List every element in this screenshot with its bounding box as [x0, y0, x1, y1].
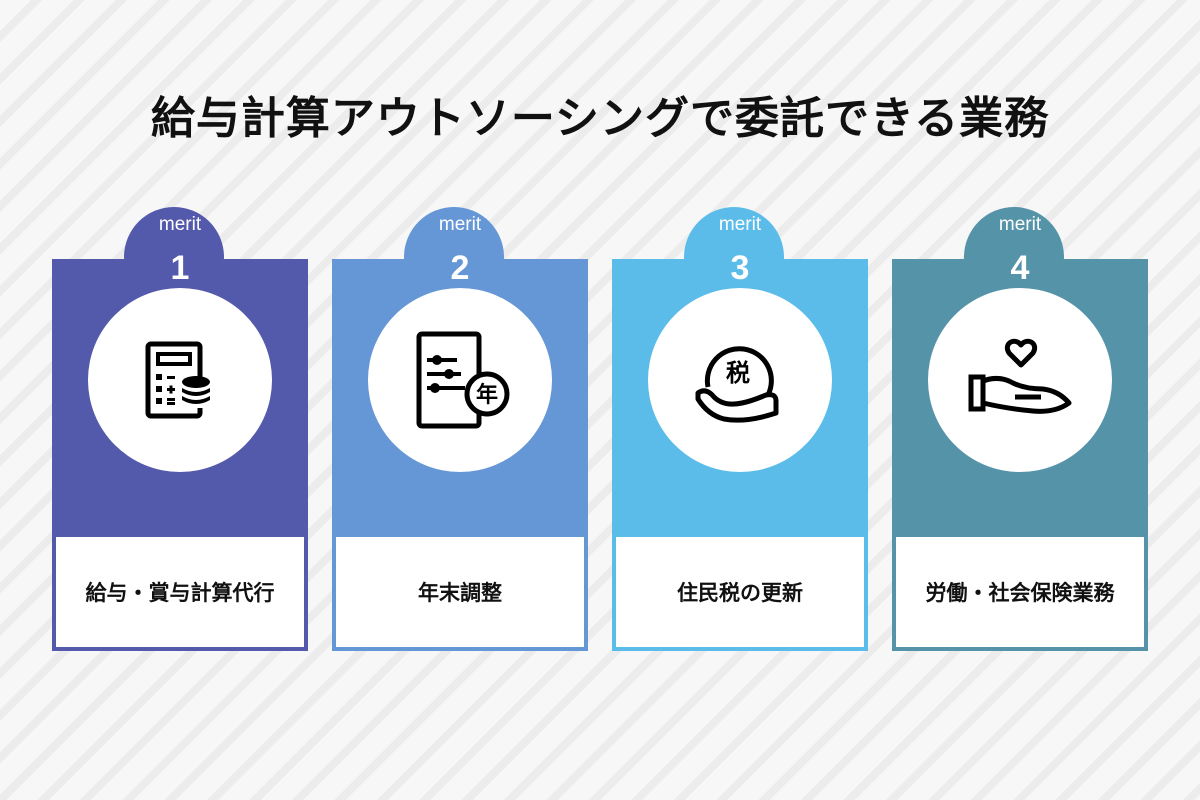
merit-number: 2 — [450, 249, 470, 287]
merit-number: 1 — [170, 249, 190, 287]
merit-card-2: merit 2 年 年末調整 — [332, 207, 588, 651]
merit-label-text: 年末調整 — [336, 537, 584, 647]
year-glyph: 年 — [476, 382, 498, 408]
merit-label-text: 労働・社会保険業務 — [896, 537, 1144, 647]
icon-circle — [88, 288, 272, 472]
page-title: 給与計算アウトソーシングで委託できる業務 — [150, 93, 1050, 144]
tax-glyph: 税 — [726, 359, 750, 387]
tax-hand-icon: 税 — [695, 346, 779, 423]
merit-label-text: 給与・賞与計算代行 — [56, 537, 304, 647]
merit-card-1: merit 1 給与・賞与計算代行 — [52, 207, 308, 651]
calculator-coins-icon — [145, 341, 212, 419]
merit-number: 4 — [1010, 249, 1030, 287]
icon-circle — [928, 288, 1112, 472]
hand-heart-icon — [968, 338, 1072, 414]
icon-circle: 税 — [648, 288, 832, 472]
merit-label-text: 住民税の更新 — [616, 537, 864, 647]
document-settings-year-icon: 年 — [416, 331, 510, 429]
merit-card-4: merit 4 労働・社会保険業務 — [892, 207, 1148, 651]
icon-circle: 年 — [368, 288, 552, 472]
merit-label: merit — [438, 214, 482, 235]
merit-label: merit — [998, 214, 1042, 235]
merit-card-3: merit 3 税 住民税の更新 — [612, 207, 868, 651]
merit-number: 3 — [730, 249, 750, 287]
merit-label: merit — [718, 214, 762, 235]
merit-label: merit — [158, 214, 202, 235]
